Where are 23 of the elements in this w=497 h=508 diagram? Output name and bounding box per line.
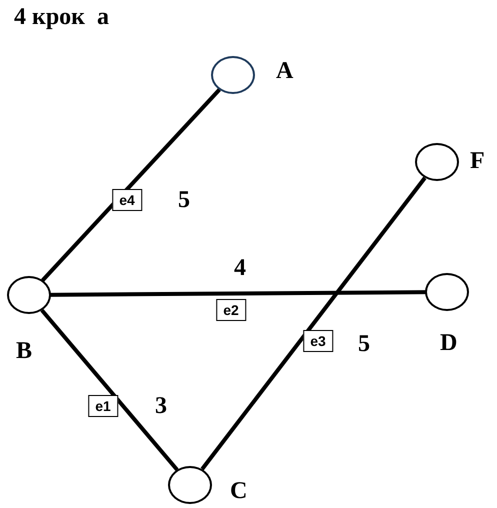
title: 4 крок а <box>14 4 110 31</box>
edge-weight: 4 <box>234 256 246 280</box>
edge-weight: 5 <box>178 188 190 212</box>
edge-weight: 5 <box>358 332 370 356</box>
vertex-circle <box>415 143 459 181</box>
edge-line <box>40 308 179 472</box>
edge-label: e3 <box>303 330 333 352</box>
vertex-circle <box>425 273 469 311</box>
edge-weight: 3 <box>155 394 167 418</box>
edge-line <box>48 290 428 297</box>
edge-label: e2 <box>216 299 246 321</box>
vertex-label: D <box>440 330 458 357</box>
edge-line <box>200 176 426 470</box>
vertex-label: A <box>276 58 294 85</box>
edge-line <box>41 88 221 282</box>
vertex-label: B <box>16 338 32 365</box>
vertex-circle <box>168 466 212 504</box>
vertex-circle <box>211 56 255 94</box>
vertex-label: C <box>230 478 248 505</box>
edge-label: e1 <box>88 395 118 417</box>
vertex-label: F <box>470 148 485 175</box>
edge-label: e4 <box>112 189 142 211</box>
vertex-circle <box>7 276 51 314</box>
